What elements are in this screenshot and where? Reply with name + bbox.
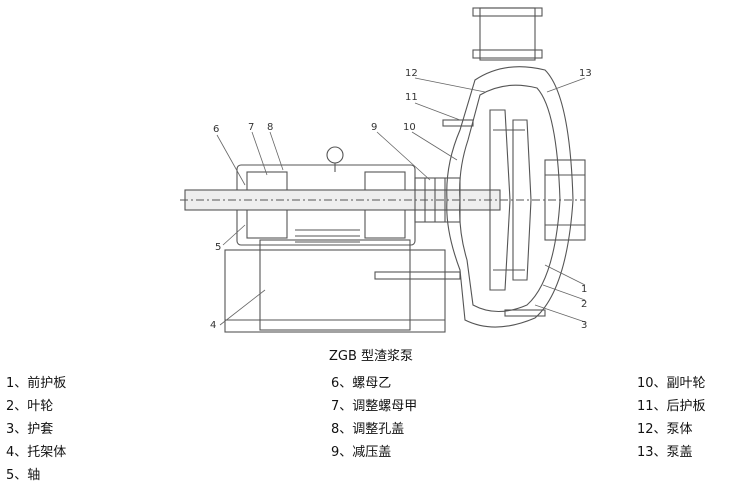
callout-1: 1 <box>581 284 587 295</box>
callout-3: 3 <box>581 320 587 331</box>
callout-9: 9 <box>371 122 377 133</box>
parts-list-column-2: 6、螺母乙 7、调整螺母甲 8、调整孔盖 9、减压盖 <box>331 372 417 464</box>
callout-12: 12 <box>405 68 418 79</box>
callout-7: 7 <box>248 122 254 133</box>
lifting-eye <box>326 146 344 164</box>
diagram-caption: ZGB 型渣浆泵 <box>328 349 414 364</box>
suction-flange <box>544 159 586 241</box>
part-item: 1、前护板 <box>6 376 67 391</box>
callout-10: 10 <box>403 122 416 133</box>
callout-11: 11 <box>405 92 418 103</box>
pump-cross-section-diagram: 6 7 8 5 4 9 10 11 12 13 1 2 3 <box>180 7 592 333</box>
part-item: 5、轴 <box>6 468 41 483</box>
part-item: 6、螺母乙 <box>331 376 392 391</box>
part-item: 2、叶轮 <box>6 399 54 414</box>
part-item: 7、调整螺母甲 <box>331 399 418 414</box>
bracket-body <box>259 239 411 331</box>
callout-6: 6 <box>213 124 219 135</box>
part-item: 13、泵盖 <box>637 445 693 460</box>
parts-list-column-1: 1、前护板 2、叶轮 3、护套 4、托架体 5、轴 <box>6 372 66 487</box>
callout-13: 13 <box>579 68 592 79</box>
pump-casing <box>446 66 574 328</box>
part-item: 3、护套 <box>6 422 54 437</box>
part-item: 10、副叶轮 <box>637 376 706 391</box>
callout-8: 8 <box>267 122 273 133</box>
callout-2: 2 <box>581 299 587 310</box>
part-item: 11、后护板 <box>637 399 706 414</box>
impeller <box>489 109 511 291</box>
callout-4: 4 <box>210 320 216 331</box>
part-item: 9、减压盖 <box>331 445 392 460</box>
bracket-base <box>224 249 446 333</box>
part-item: 4、托架体 <box>6 445 67 460</box>
parts-list-column-3: 10、副叶轮 11、后护板 12、泵体 13、泵盖 <box>637 372 706 464</box>
callout-5: 5 <box>215 242 221 253</box>
part-item: 12、泵体 <box>637 422 693 437</box>
part-item: 8、调整孔盖 <box>331 422 405 437</box>
